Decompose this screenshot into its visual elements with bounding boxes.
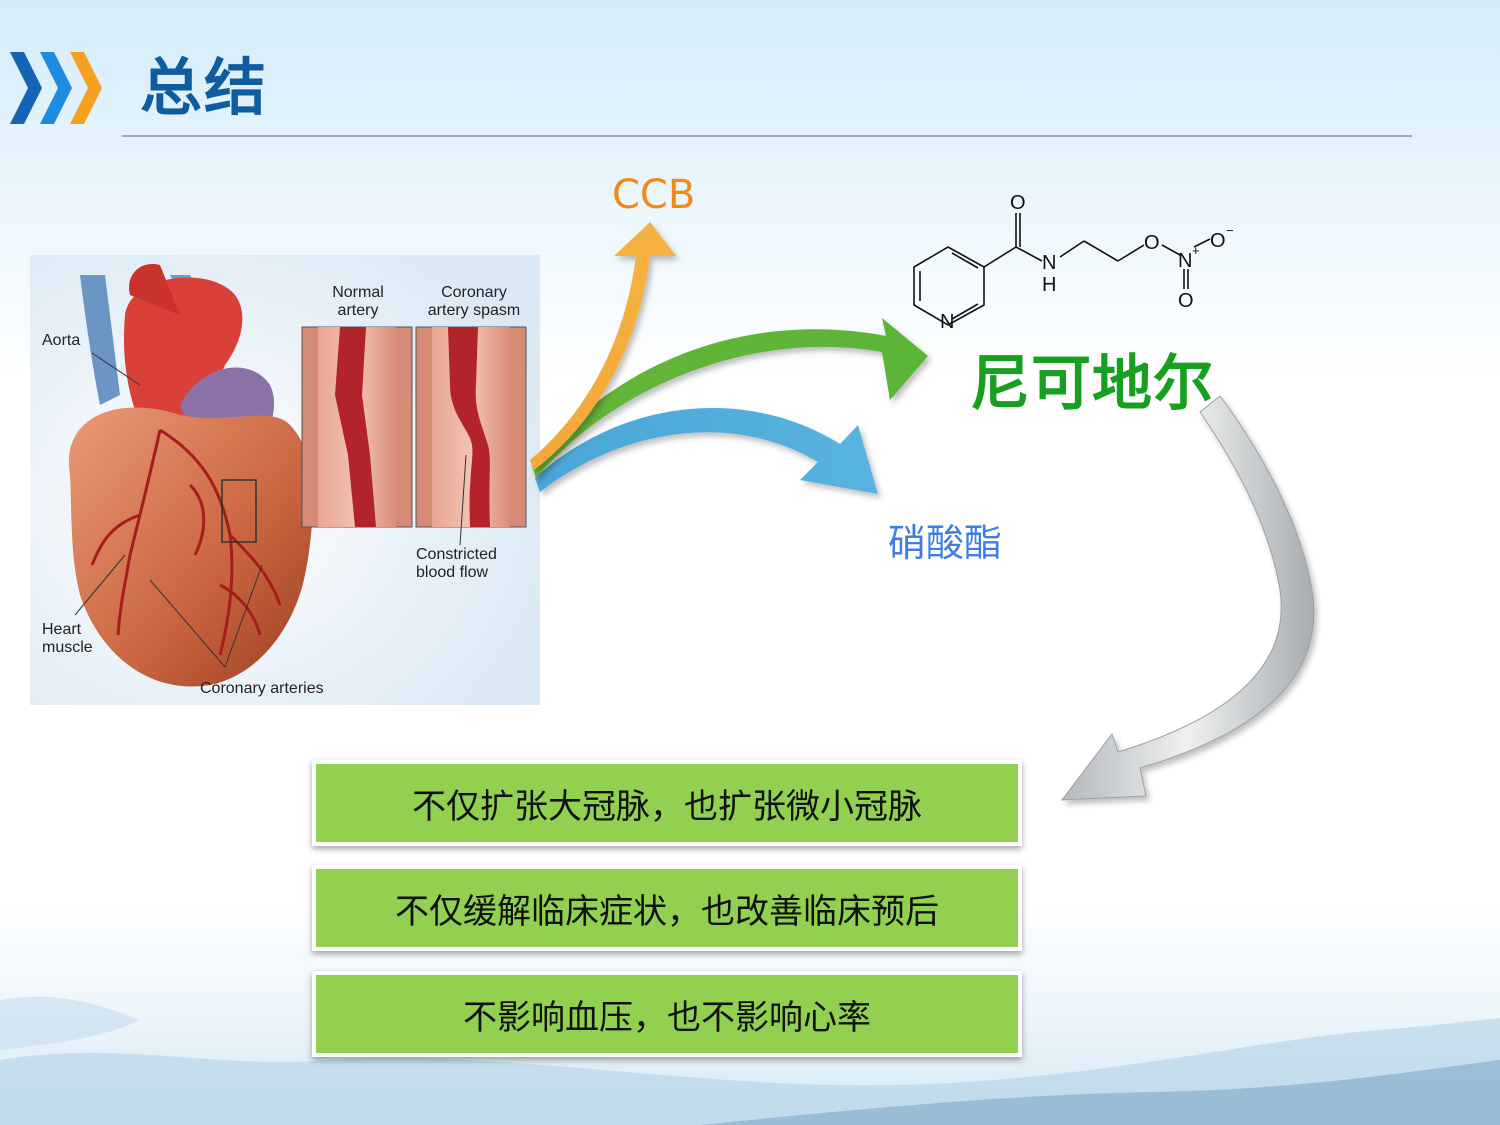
atom-o-bottom: O (1178, 290, 1194, 312)
summary-point-2: 不仅缓解临床症状，也改善临床预后 (312, 865, 1022, 951)
atom-n-amide: N (1042, 252, 1056, 274)
blue-arrow-icon (535, 407, 878, 494)
atom-minus: − (1226, 223, 1234, 238)
label-heart-muscle: Heart muscle (42, 621, 93, 656)
summary-point-3: 不影响血压，也不影响心率 (312, 971, 1022, 1057)
orange-arrow-icon (530, 222, 676, 470)
nicorandil-structure: O N H O N + O − O N (913, 192, 1234, 333)
green-arrow-icon (532, 318, 928, 478)
label-normal-artery: Normal artery (332, 284, 384, 319)
atom-n-nitro: N (1178, 250, 1192, 272)
drug-name-nicorandil: 尼可地尔 (970, 349, 1214, 419)
title-divider (122, 135, 1412, 137)
heart-drawing (30, 255, 540, 705)
label-coronary-arteries: Coronary arteries (200, 680, 324, 697)
label-coronary-spasm: Coronary artery spasm (427, 284, 521, 319)
page-title: 总结 (140, 51, 269, 124)
atom-o-right: O (1210, 230, 1226, 252)
atom-o-ester: O (1144, 232, 1160, 254)
atom-h-amide: H (1042, 274, 1056, 296)
atom-o-top: O (1010, 192, 1026, 214)
label-constricted-flow: Constricted blood flow (416, 546, 497, 581)
summary-point-1: 不仅扩张大冠脉，也扩张微小冠脉 (312, 760, 1022, 846)
nitrate-label: 硝酸酯 (888, 521, 1003, 565)
atom-plus: + (1192, 243, 1200, 258)
ccb-label: CCB (612, 172, 696, 218)
atom-n-ring: N (940, 311, 954, 333)
label-aorta: Aorta (42, 332, 81, 349)
chevrons-icon (10, 52, 102, 124)
